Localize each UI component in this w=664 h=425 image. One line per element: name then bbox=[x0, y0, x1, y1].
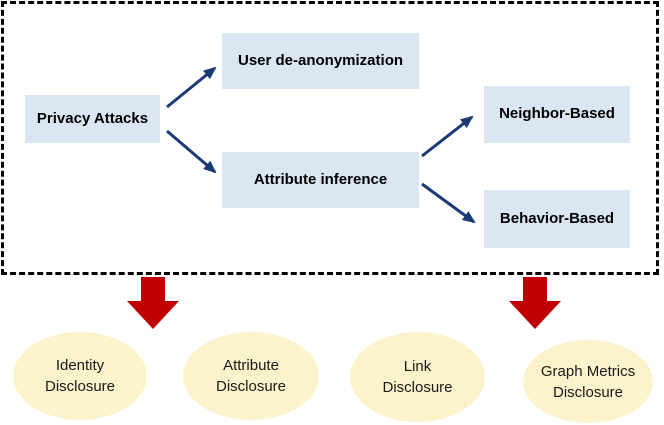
node-behavior-based: Behavior-Based bbox=[484, 190, 630, 248]
node-neighbor-based-label: Neighbor-Based bbox=[499, 105, 615, 123]
ellipse-attribute-disclosure: Attribute Disclosure bbox=[183, 332, 319, 420]
graph-metrics-disclosure-line1: Graph Metrics bbox=[540, 362, 636, 380]
node-privacy-attacks: Privacy Attacks bbox=[25, 95, 160, 143]
link-disclosure-line1: Link bbox=[403, 358, 432, 375]
red-arrow-left bbox=[127, 277, 179, 329]
identity-disclosure-line1: Identity bbox=[55, 357, 105, 374]
node-privacy-attacks-label: Privacy Attacks bbox=[36, 109, 149, 127]
node-neighbor-based: Neighbor-Based bbox=[484, 86, 630, 143]
identity-disclosure-line2: Disclosure bbox=[44, 378, 116, 395]
ellipse-link-disclosure: Link Disclosure bbox=[350, 332, 485, 422]
red-arrow-right bbox=[509, 277, 561, 329]
graph-metrics-disclosure-line2: Disclosure bbox=[552, 383, 624, 401]
node-attribute-inference-label: Attribute inference bbox=[253, 170, 388, 188]
link-disclosure-line2: Disclosure bbox=[382, 379, 453, 396]
node-behavior-based-label: Behavior-Based bbox=[499, 209, 615, 227]
node-user-deanonymization-label: User de-anonymization bbox=[237, 51, 404, 69]
node-attribute-inference: Attribute inference bbox=[222, 152, 419, 208]
attribute-disclosure-line1: Attribute bbox=[223, 357, 279, 374]
taxonomy-frame bbox=[1, 1, 659, 275]
attribute-disclosure-line2: Disclosure bbox=[215, 378, 287, 395]
ellipse-graph-metrics-disclosure: Graph Metrics Disclosure bbox=[523, 340, 653, 423]
node-user-deanonymization: User de-anonymization bbox=[222, 33, 419, 89]
ellipse-identity-disclosure: Identity Disclosure bbox=[13, 332, 147, 420]
